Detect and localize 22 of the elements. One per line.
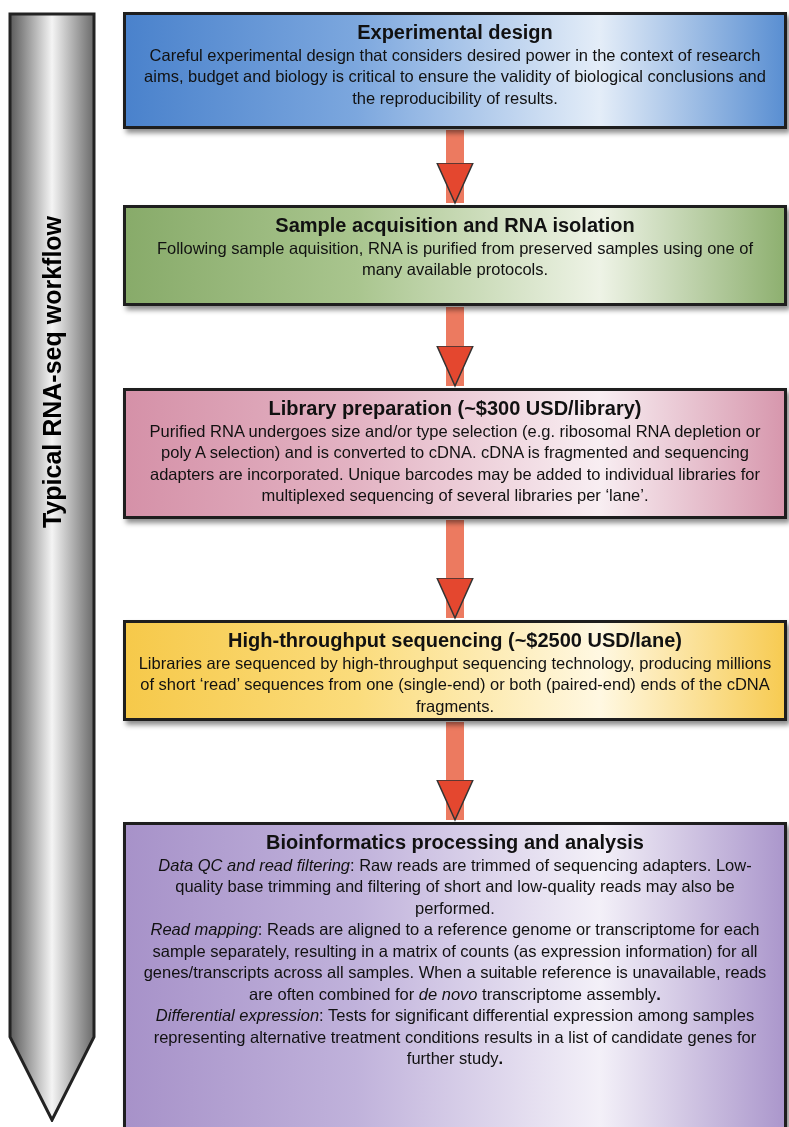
box-description: Read mapping: Reads are aligned to a reference genome or transcriptome for each sample separately, resulting in a matrix of counts (as expression information) for all genes/transcripts across all samples. When a suitable reference is unavailable, reads are often combined for de novo transcriptome assembly.: [142, 919, 768, 1005]
box-description: Following sample aquisition, RNA is purified from preserved samples using one of many available protocols.: [155, 238, 755, 281]
box-heading: Sample acquisition and RNA isolation: [274, 213, 636, 238]
box-heading: High-throughput sequencing (~$2500 USD/lane): [227, 628, 683, 653]
box-description: Purified RNA undergoes size and/or type selection (e.g. ribosomal RNA depletion or poly A selection) and is converted to cDNA. cDNA is fragmented and sequencing adapters are incorporated. Unique barcodes may be added to individual libraries for multiplexed sequencing of several libraries per ‘lane’.: [148, 421, 762, 507]
banner-title: Typical RNA-seq workflow: [37, 215, 67, 529]
arrow: [436, 722, 474, 821]
box-description: Careful experimental design that considers desired power in the context of research aims, budget and biology is critical to ensure the validity of biological conclusions and the reproducibility of results.: [143, 45, 767, 109]
box-description: Libraries are sequenced by high-throughput sequencing technology, producing millions of short ‘read’ sequences from one (single-end) or both (paired-end) ends of the cDNA fragments.: [137, 653, 773, 717]
process-box: [123, 388, 787, 519]
process-box: [123, 205, 787, 306]
box-description: Data QC and read filtering: Raw reads are trimmed of sequencing adapters. Low-quality base trimming and filtering of short and low-quality reads may also be performed.: [157, 855, 753, 919]
process-box: [123, 620, 787, 721]
arrow: [436, 130, 474, 204]
box-heading: Bioinformatics processing and analysis: [265, 830, 645, 855]
box-heading: Library preparation (~$300 USD/library): [267, 396, 643, 421]
box-description: Differential expression: Tests for significant differential expression among samples representing alternative treatment conditions results in a list of candidate genes for further study.: [152, 1005, 758, 1069]
process-box: [123, 12, 787, 129]
process-box: [123, 822, 787, 1127]
arrow: [436, 520, 474, 619]
arrow: [436, 307, 474, 387]
box-heading: Experimental design: [356, 20, 554, 45]
